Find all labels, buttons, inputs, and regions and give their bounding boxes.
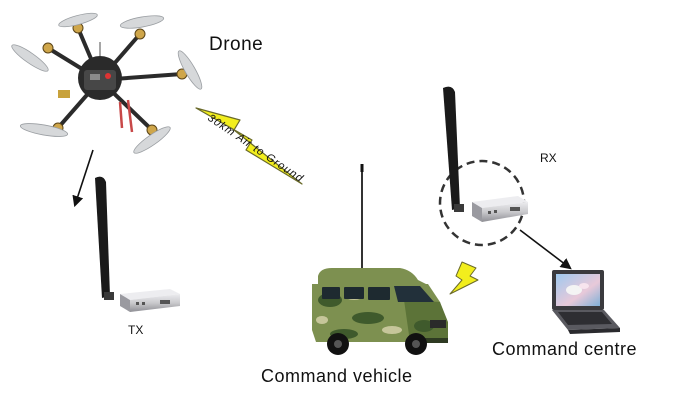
tx-module-with-antenna-icon [95, 176, 180, 312]
vehicle-to-rx-lightning-icon [449, 261, 479, 295]
command-centre-label: Command centre [492, 339, 638, 359]
camouflage-van-icon [312, 164, 448, 355]
laptop-icon [552, 270, 620, 334]
rx-label: RX [540, 151, 557, 165]
hexacopter-drone-icon [11, 12, 203, 154]
rx-module-with-antenna-icon [443, 86, 528, 222]
drone-label: Drone [209, 34, 264, 55]
rx-to-laptop-arrow [519, 229, 572, 270]
air-to-ground-lightning-icon [195, 107, 303, 185]
drone-to-tx-arrow [72, 149, 94, 208]
command-vehicle-label: Command vehicle [261, 366, 413, 386]
tx-label: TX [128, 323, 144, 337]
